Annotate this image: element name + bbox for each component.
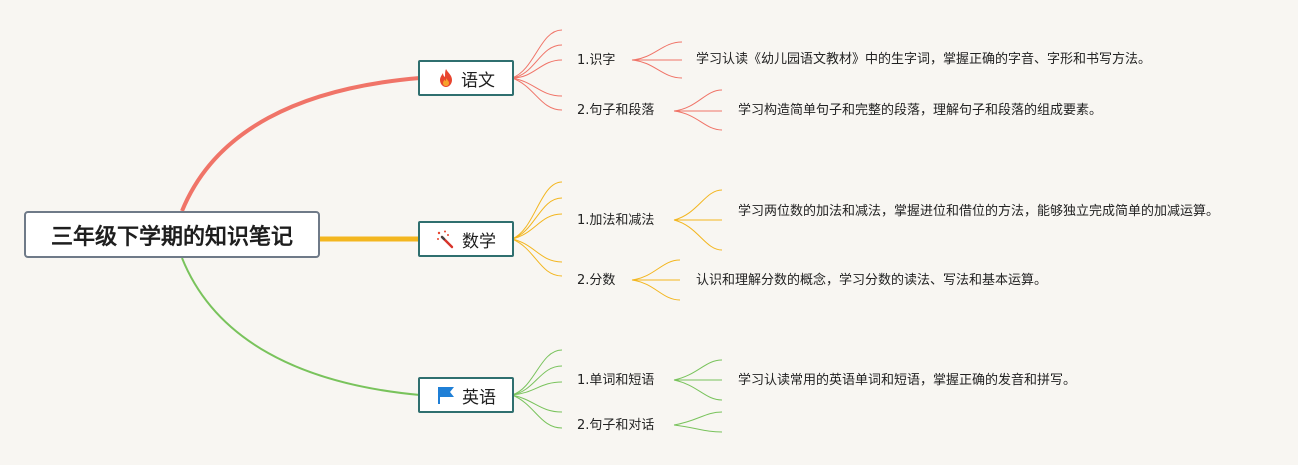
english-fan-1 [511,349,563,396]
root-to-english-curve [181,257,421,396]
topic-label[interactable]: 1.识字 [577,53,616,68]
branch-chinese-title: 语文 [461,70,495,91]
math-fan-1 [511,181,563,240]
topic-label[interactable]: 1.单词和短语 [577,373,655,388]
math-topic2-fan [631,259,681,301]
topic-description[interactable]: 认识和理解分数的概念，学习分数的读法、写法和基本运算。 [696,273,1048,288]
chinese-fan-2 [511,77,563,111]
fire-icon [437,68,455,88]
math-fan-2 [511,238,563,277]
branch-chinese[interactable]: 语文 [418,60,514,96]
topic-description[interactable]: 学习两位数的加法和减法，掌握进位和借位的方法，能够独立完成简单的加减运算。 [738,204,1220,219]
magic-wand-icon [436,229,456,249]
math-topic1-fan [673,189,723,251]
topic-label[interactable]: 2.句子和对话 [577,418,655,433]
branch-math[interactable]: 数学 [418,221,514,257]
topic-label[interactable]: 2.句子和段落 [577,103,655,118]
root-title: 三年级下学期的知识笔记 [50,224,293,250]
english-fan-2 [511,394,563,429]
branch-math-title: 数学 [462,231,496,252]
chinese-topic2-fan [673,89,723,131]
root-to-chinese-curve [180,76,421,212]
topic-description[interactable]: 学习认读《幼儿园语文教材》中的生字词，掌握正确的字音、字形和书写方法。 [696,52,1152,67]
topic-description[interactable]: 学习认读常用的英语单词和短语，掌握正确的发音和拼写。 [738,373,1077,388]
root-node[interactable]: 三年级下学期的知识笔记 [24,211,320,258]
flag-icon [436,385,456,405]
branch-english-title: 英语 [462,387,496,408]
topic-description[interactable]: 学习构造简单句子和完整的段落，理解句子和段落的组成要素。 [738,103,1103,118]
branch-english[interactable]: 英语 [418,377,514,413]
chinese-topic1-fan [631,41,683,79]
english-topic2-fan [673,411,723,433]
english-topic1-fan [673,359,723,401]
topic-label[interactable]: 2.分数 [577,273,616,288]
chinese-fan-1 [511,29,563,79]
topic-label[interactable]: 1.加法和减法 [577,213,655,228]
